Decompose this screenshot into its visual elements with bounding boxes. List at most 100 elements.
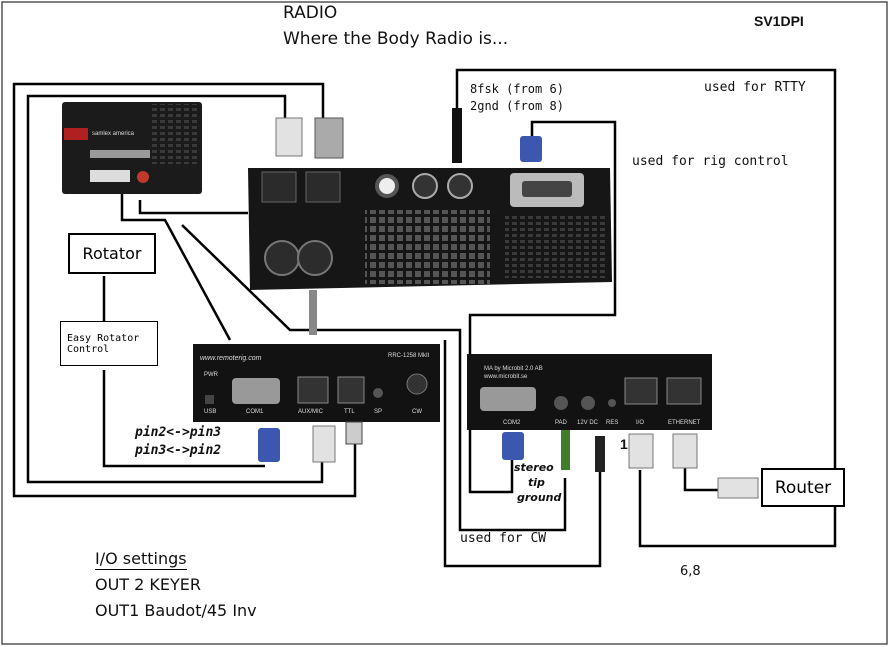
cw-label: used for CW	[460, 531, 547, 546]
radio-jack-right-icon	[297, 240, 333, 276]
microbit-site: www.microbit.se	[483, 374, 528, 380]
tip-label: tip	[528, 476, 545, 489]
stereo-label: stereo	[514, 461, 554, 474]
audio-plug-icon	[309, 290, 317, 335]
microbit-reset-icon	[608, 399, 616, 407]
rotator-label: Rotator	[82, 244, 142, 263]
microbit-port-label: COM2	[503, 420, 521, 426]
radio-top-connectors	[275, 108, 542, 163]
rj45-connector-icon	[672, 433, 698, 469]
remoterig-port-label: AUX/MIC	[298, 409, 324, 415]
dc-plug-icon	[595, 436, 605, 472]
radio-port-data	[305, 171, 341, 203]
microbit-box: MA by Microbit 2.0 AB www.microbit.se CO…	[467, 354, 712, 430]
easy-rotator-label: Easy Rotator Control	[67, 332, 140, 355]
callsign: SV1DPI	[754, 13, 804, 29]
remoterig-port-label: COM1	[246, 409, 264, 415]
microbit-io-port-icon	[624, 377, 658, 405]
microbit-dc-jack-icon	[581, 396, 595, 410]
radio-port-remote	[261, 171, 297, 203]
io-pin-one-label: 1	[620, 436, 628, 452]
microbit-ethernet-port-icon	[666, 377, 702, 405]
remoterig-box: www.remoterig.com RRC-1258 MkII PWR USB …	[193, 344, 440, 422]
remoterig-brand: www.remoterig.com	[200, 355, 262, 362]
microbit-brand: MA by Microbit 2.0 AB	[484, 366, 543, 372]
microbit-port-label: RES	[606, 420, 618, 426]
remoterig-connectors	[258, 290, 363, 463]
radio-jack-left-icon	[264, 240, 300, 276]
fsk-pin-label: 8fsk (from 6)	[470, 82, 564, 96]
rj45-connector-icon	[628, 433, 654, 469]
wire-rig-control	[468, 120, 617, 494]
ground-label: ground	[517, 491, 562, 504]
wire-psu-to-radio	[138, 200, 248, 215]
rotator-box: Rotator	[68, 233, 156, 274]
microbit-port-label: 12V DC	[577, 420, 599, 426]
remoterig-ttl-port-icon	[337, 376, 365, 404]
remoterig-usb-icon	[205, 395, 214, 404]
rig-control-label: used for rig control	[632, 154, 789, 169]
router-box: Router	[761, 468, 845, 507]
diagram-title: RADIO	[283, 3, 338, 23]
microbit-port-label: ETHERNET	[668, 420, 701, 426]
rj45-connector-icon	[345, 421, 363, 445]
rj45-connector-icon	[312, 425, 336, 463]
router-label: Router	[774, 477, 832, 498]
rtty-label: used for RTTY	[704, 80, 806, 95]
wire-radio-to-remoterig-ttl	[12, 82, 357, 498]
io-settings-line-2: OUT1 Baudot/45 Inv	[95, 601, 257, 620]
radio-din-port-2-icon	[447, 173, 473, 199]
wire-rtty-fsk	[455, 68, 837, 548]
radio-serial-port-inner	[522, 181, 572, 197]
remoterig-port-label: USB	[204, 409, 216, 415]
wire-radio-to-remoterig-aux	[26, 94, 324, 484]
gnd-pin-label: 2gnd (from 8)	[470, 99, 564, 113]
wire-cw-keyer	[443, 340, 602, 568]
stereo-plug-icon	[561, 430, 570, 470]
rj45-connector-icon	[717, 477, 759, 499]
rj45-connector-icon	[314, 117, 344, 159]
rj45-connector-icon	[275, 117, 303, 157]
microbit-com2-icon	[480, 387, 536, 411]
power-supply: samlex america	[62, 102, 202, 194]
fsk-plug-icon	[452, 108, 462, 163]
pin-map-line-2: pin3<->pin2	[135, 443, 222, 458]
io-settings-heading: I/O settings	[95, 549, 187, 570]
radio-grille	[365, 210, 490, 284]
remoterig-aux-port-icon	[297, 376, 329, 404]
remoterig-cw-jack-icon	[406, 373, 428, 395]
db9-connector-blue-icon	[502, 432, 524, 460]
power-supply-display	[90, 150, 150, 158]
diagram-subtitle: Where the Body Radio is...	[283, 29, 509, 49]
db9-connector-blue-icon	[258, 428, 280, 462]
power-supply-brand: samlex america	[92, 131, 135, 137]
wire-remoterig-cw	[181, 224, 567, 532]
power-switch-icon	[137, 171, 149, 183]
microbit-connectors	[502, 430, 759, 499]
radio-din-port-1-icon	[412, 173, 438, 199]
io-settings-line-1: OUT 2 KEYER	[95, 575, 202, 594]
remoterig-port-label: TTL	[344, 409, 355, 415]
microbit-port-label: I/O	[636, 420, 644, 426]
microbit-port-label: PAD	[555, 420, 568, 426]
easy-rotator-box: Easy Rotator Control	[60, 321, 158, 366]
pins-68-label: 6,8	[680, 564, 701, 579]
db9-connector-blue-icon	[520, 136, 542, 162]
remoterig-port-label: PWR	[204, 372, 219, 378]
remoterig-sp-jack-icon	[373, 388, 383, 398]
remoterig-port-label: CW	[412, 409, 422, 415]
power-supply-terminals	[90, 170, 130, 182]
remoterig-model: RRC-1258 MkII	[388, 353, 430, 359]
wire-ethernet-router	[683, 468, 720, 492]
remoterig-com1-icon	[232, 378, 280, 404]
remoterig-port-label: SP	[374, 409, 382, 415]
radio-rear-panel	[248, 168, 612, 290]
microbit-pad-jack-icon	[554, 396, 568, 410]
radio-port-ext-sp-icon	[375, 174, 399, 198]
pin-map-line-1: pin2<->pin3	[135, 425, 222, 440]
wire-psu-to-remoterig	[120, 188, 232, 341]
wire-control-to-com1	[102, 370, 265, 468]
radio-heatsink	[505, 214, 605, 278]
